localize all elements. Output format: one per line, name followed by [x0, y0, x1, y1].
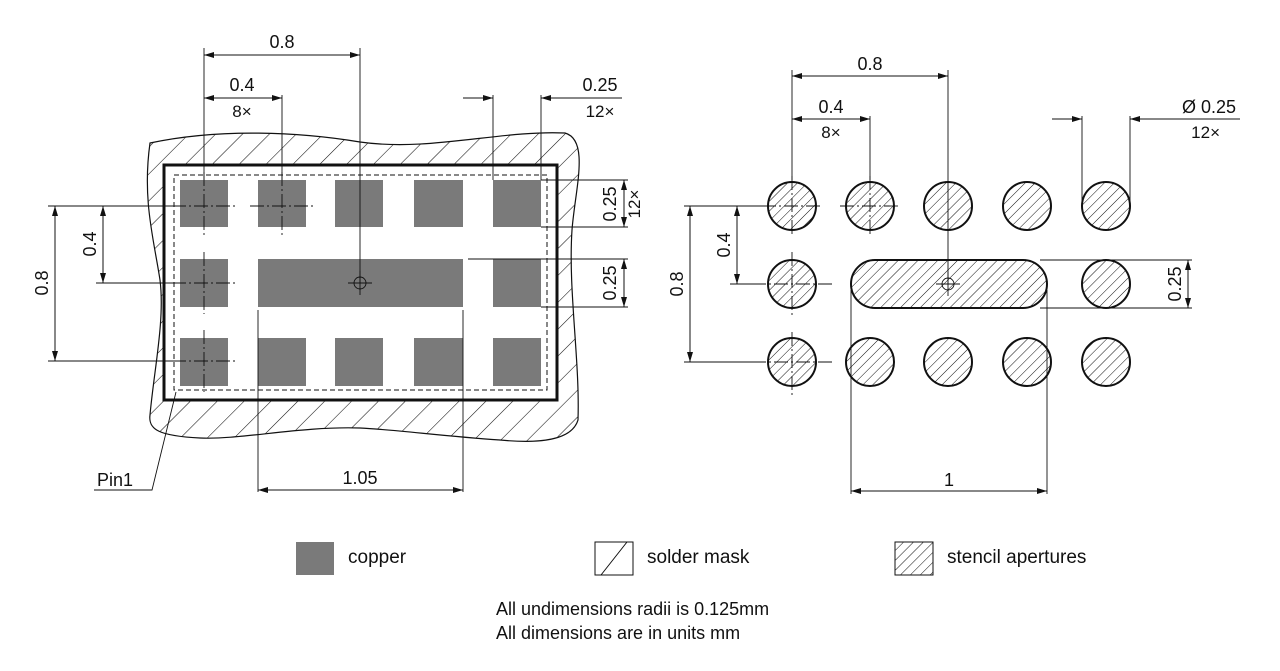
- right-dimension-lines: [687, 73, 1240, 494]
- dim-left-inner: 0.4: [80, 231, 100, 256]
- right-center-lines: [752, 176, 960, 396]
- stencil-aperture: [845, 337, 895, 387]
- dim-side-center: 0.25: [600, 265, 620, 300]
- note-radii: All undimensions radii is 0.125mm: [496, 599, 770, 619]
- legend-copper: copper: [332, 538, 406, 578]
- left-view: 0.8 0.4 8× 0.25 12× 0.25 12× 0.25 0.8 0.…: [32, 32, 644, 493]
- dim-bottom-length: 1: [944, 470, 954, 490]
- stencil-aperture: [923, 337, 973, 387]
- dim-top-pitch-small: 0.4: [818, 97, 843, 117]
- dim-top-count: 8×: [232, 102, 251, 121]
- stencil-aperture: [1002, 337, 1052, 387]
- pin1-label: Pin1: [97, 470, 133, 490]
- legend-stencil-label: stencil apertures: [947, 547, 1087, 568]
- dim-left-outer: 0.8: [667, 271, 687, 296]
- copper-pad: [335, 180, 383, 227]
- dim-top-pitch: 0.8: [857, 54, 882, 74]
- dim-diameter: Ø 0.25: [1182, 97, 1236, 117]
- legend-copper-swatch: [296, 542, 334, 575]
- legend-solder-mask-label: solder mask: [647, 547, 750, 568]
- dim-pad-width-count: 12×: [586, 102, 615, 121]
- dim-top-pitch: 0.8: [269, 32, 294, 52]
- copper-pad: [414, 180, 463, 227]
- dim-diameter-count: 12×: [1191, 123, 1220, 142]
- legend-stencil: stencil apertures: [931, 538, 1086, 578]
- legend-solder-mask: solder mask: [631, 538, 749, 578]
- dim-side-height: 0.25: [600, 186, 620, 221]
- dim-top-pitch-small: 0.4: [229, 75, 254, 95]
- stencil-aperture: [1081, 181, 1131, 231]
- dim-pad-width: 0.25: [582, 75, 617, 95]
- note-units: All dimensions are in units mm: [496, 623, 741, 643]
- stencil-aperture: [1081, 337, 1131, 387]
- dim-top-count: 8×: [821, 123, 840, 142]
- dim-left-outer: 0.8: [32, 270, 52, 295]
- copper-pad: [335, 338, 383, 386]
- copper-pad: [414, 338, 463, 386]
- dim-right-height: 0.25: [1165, 266, 1185, 301]
- left-extension-lines: [48, 48, 628, 492]
- legend-stencil-swatch: [894, 541, 934, 576]
- keepout-outline: [173, 174, 548, 391]
- notes: All undimensions radii is 0.125mm All di…: [496, 597, 769, 645]
- legend-copper-label: copper: [348, 547, 407, 568]
- dim-left-inner: 0.4: [714, 232, 734, 257]
- copper-pad: [493, 180, 541, 227]
- stencil-aperture: [1081, 259, 1131, 309]
- dim-side-count: 12×: [625, 190, 644, 219]
- right-view: 0.8 0.4 8× Ø 0.25 12× 0.25 0.8 0.4 1: [667, 54, 1240, 494]
- dim-bottom-length: 1.05: [342, 468, 377, 488]
- right-extension-lines: [684, 70, 1192, 494]
- copper-pad: [493, 338, 541, 386]
- copper-pad: [493, 259, 541, 307]
- stencil-aperture: [1002, 181, 1052, 231]
- legend-swatches: [296, 541, 934, 576]
- left-dimension-lines: [52, 52, 627, 493]
- copper-pad: [258, 338, 306, 386]
- copper-pads: [180, 180, 541, 386]
